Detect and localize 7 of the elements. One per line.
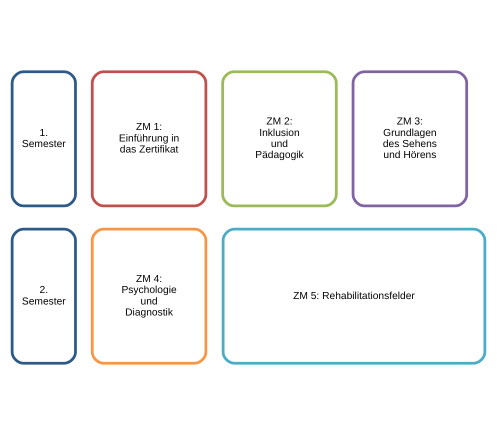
node-box: 1. Semester bbox=[10, 70, 77, 208]
node-box: ZM 2: Inklusion und Pädagogik bbox=[221, 70, 338, 208]
node-box: ZM 3: Grundlagen des Sehens und Hörens bbox=[352, 70, 468, 208]
node-box: 2. Semester bbox=[10, 228, 77, 365]
node-box: ZM 1: Einführung in das Zertifikat bbox=[90, 70, 208, 208]
node-box: ZM 5: Rehabilitationsfelder bbox=[222, 228, 486, 365]
node-box: ZM 4: Psychologie und Diagnostik bbox=[90, 228, 208, 365]
